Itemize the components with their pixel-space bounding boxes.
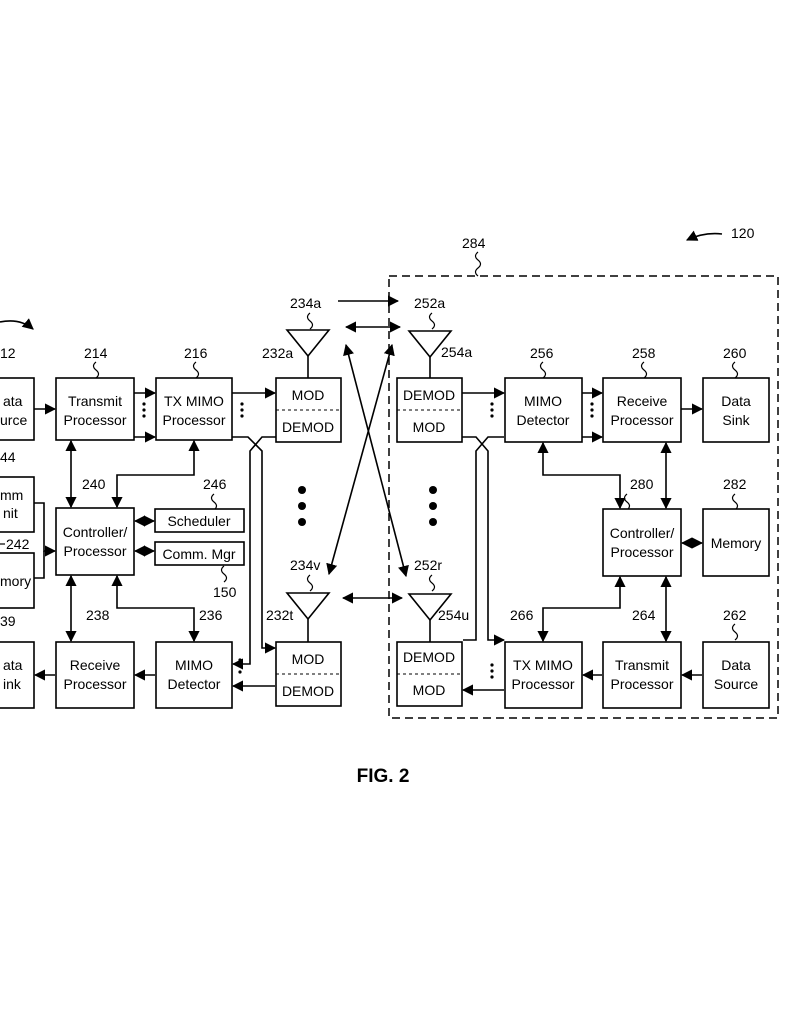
figure-caption: FIG. 2 (357, 766, 410, 787)
transmit-processor-left-block (55, 377, 135, 441)
mimo-detector-right-line2: Detector (517, 412, 570, 428)
data-source-right-line1: Data (721, 657, 751, 673)
data-source-left-block (0, 377, 35, 441)
ref-214: 214 (84, 345, 108, 361)
transmit-processor-left-line2: Processor (63, 412, 126, 428)
mimo-detector-right-block (504, 377, 583, 443)
transmit-processor-right-line2: Processor (610, 676, 673, 692)
ref-150: 150 (213, 584, 237, 600)
transmit-processor-right-line1: Transmit (615, 657, 669, 673)
ref-252r: 252r (414, 557, 442, 573)
data-source-left-line2: urce (0, 412, 27, 428)
ref-216: 216 (184, 345, 208, 361)
ref-264: 264 (632, 607, 656, 623)
ref-252a: 252a (414, 295, 445, 311)
scheduler-label: Scheduler (167, 513, 230, 529)
data-source-right-block (702, 641, 770, 709)
demod-left-bottom: DEMOD (282, 683, 334, 699)
memory-right-label: Memory (711, 535, 762, 551)
tx-mimo-processor-right-line2: Processor (511, 676, 574, 692)
mimo-detector-right-line1: MIMO (524, 393, 562, 409)
receive-processor-left-line2: Processor (63, 676, 126, 692)
mod-right-bottom: MOD (413, 682, 446, 698)
tx-mimo-processor-left-line2: Processor (162, 412, 225, 428)
mod-left-top: MOD (292, 387, 325, 403)
ref-254a: 254a (441, 344, 472, 360)
tx-mimo-processor-left-block (155, 377, 233, 441)
ref-236: 236 (199, 607, 223, 623)
mod-right-top: MOD (413, 419, 446, 435)
ref-244: 44 (0, 449, 16, 465)
ref-232a: 232a (262, 345, 293, 361)
receive-processor-right-block (602, 377, 682, 443)
comm-mgr-label: Comm. Mgr (162, 546, 235, 562)
demod-right-bottom: DEMOD (403, 649, 455, 665)
data-sink-right-line1: Data (721, 393, 751, 409)
ref-254u: 254u (438, 607, 469, 623)
ref-238: 238 (86, 607, 110, 623)
demod-right-top: DEMOD (403, 387, 455, 403)
data-sink-right-block (702, 377, 770, 443)
controller-left-block (55, 507, 135, 576)
ref-120: 120 (731, 225, 755, 241)
tx-mimo-processor-right-block (504, 641, 583, 709)
mimo-detector-left-line2: Detector (168, 676, 221, 692)
ref-260: 260 (723, 345, 747, 361)
ref-258: 258 (632, 345, 656, 361)
ref-212: 12 (0, 345, 16, 361)
ref-280: 280 (630, 476, 654, 492)
comm-unit-left-line1: mm (0, 487, 23, 503)
controller-right-block (602, 508, 682, 577)
memory-left-label: mory (0, 573, 31, 589)
ref-234a: 234a (290, 295, 321, 311)
controller-right-line2: Processor (610, 544, 673, 560)
ref-232t: 232t (266, 607, 293, 623)
memory-left-block (0, 552, 35, 609)
controller-left-line2: Processor (63, 543, 126, 559)
antenna-234v (285, 592, 331, 621)
ref-282: 282 (723, 476, 747, 492)
antenna-252r (407, 593, 453, 622)
mod-left-bottom: MOD (292, 651, 325, 667)
receive-processor-right-line2: Processor (610, 412, 673, 428)
ref-240: 240 (82, 476, 106, 492)
tx-mimo-processor-right-line1: TX MIMO (513, 657, 573, 673)
ref-234v: 234v (290, 557, 320, 573)
ref-262: 262 (723, 607, 747, 623)
data-sink-left-block (0, 641, 35, 709)
ref-246: 246 (203, 476, 227, 492)
antenna-252a (407, 330, 453, 359)
ref-242: 242 (6, 536, 30, 552)
mimo-detector-left-block (155, 641, 233, 709)
data-source-right-line2: Source (714, 676, 759, 692)
ref-256: 256 (530, 345, 554, 361)
antenna-234a (285, 329, 331, 358)
demod-left-top: DEMOD (282, 419, 334, 435)
transmit-processor-right-block (602, 641, 682, 709)
data-sink-right-line2: Sink (722, 412, 750, 428)
ref-239: 39 (0, 613, 16, 629)
data-sink-left-line1: ata (3, 657, 23, 673)
ref-266: 266 (510, 607, 534, 623)
mimo-detector-left-line1: MIMO (175, 657, 213, 673)
receive-processor-left-block (55, 641, 135, 709)
controller-right-line1: Controller/ (610, 525, 675, 541)
controller-left-line1: Controller/ (63, 524, 128, 540)
receive-processor-right-line1: Receive (617, 393, 668, 409)
data-sink-left-line2: ink (3, 676, 22, 692)
comm-unit-left-line2: nit (3, 505, 18, 521)
ref-284: 284 (462, 235, 486, 251)
comm-unit-left-block (0, 476, 35, 533)
tx-mimo-processor-left-line1: TX MIMO (164, 393, 224, 409)
transmit-processor-left-line1: Transmit (68, 393, 122, 409)
receive-processor-left-line1: Receive (70, 657, 121, 673)
data-source-left-line1: ata (3, 393, 23, 409)
